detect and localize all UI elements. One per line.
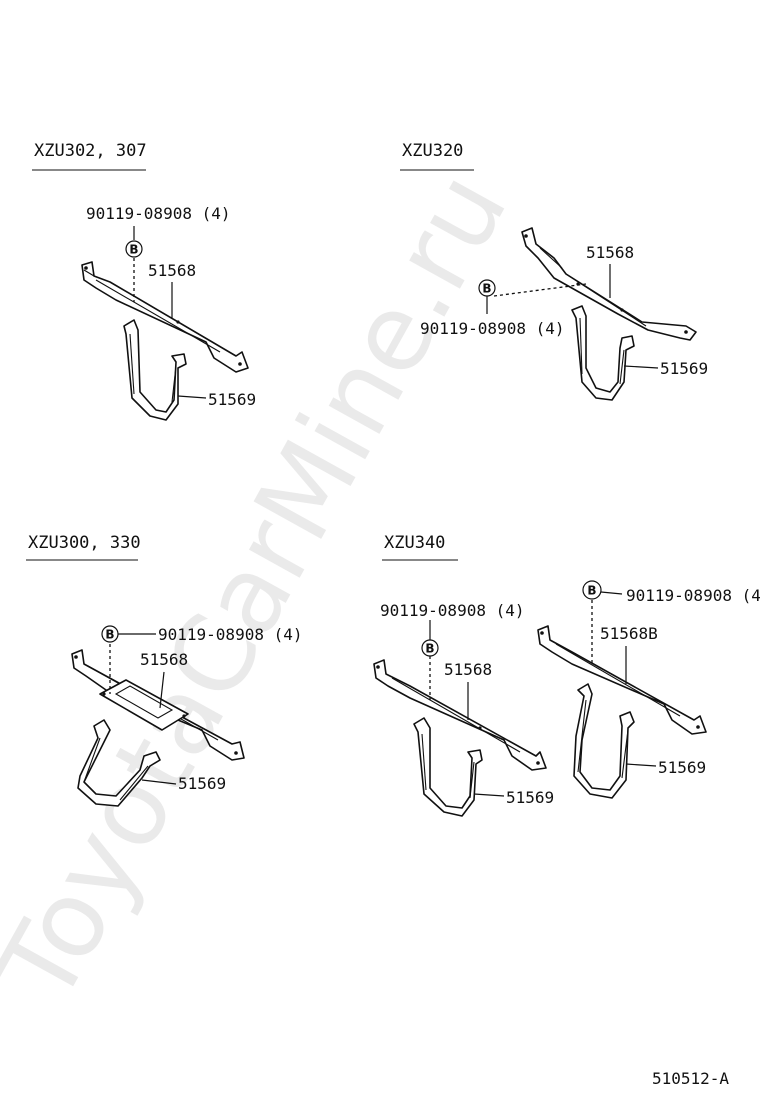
leader-line — [473, 793, 505, 797]
panel-title: XZU340 — [384, 533, 445, 553]
crossmember-label: 51568 — [148, 261, 196, 280]
leader-line — [159, 671, 165, 709]
crossmember-label: 51568 — [140, 650, 188, 669]
bracket-label: 51569 — [208, 390, 256, 409]
crossmember-label: 51568 — [586, 243, 634, 262]
bracket-label: 51569 — [506, 788, 554, 807]
bolt-symbol — [125, 240, 143, 258]
leader-line — [141, 779, 177, 785]
leader-line — [177, 395, 207, 399]
panel-xzu302: XZU302, 307 B 90119-08908 (4) 51568 5156… — [32, 141, 256, 421]
bolt-label: 90119-08908 (4) — [380, 601, 525, 620]
leader-line — [623, 365, 659, 369]
bracket-label: 51569 — [660, 359, 708, 378]
panel-xzu340: XZU340 B 90119-08908 (4) 51568 51569 — [373, 533, 760, 817]
crossmember-label: 51568B — [600, 624, 658, 643]
bolt-symbol-letter: B — [105, 628, 114, 642]
panel-xzu300: XZU300, 330 B 90119-08908 (4) 51568 5156… — [26, 533, 303, 807]
bracket-part — [413, 717, 483, 817]
panel-title: XZU320 — [402, 141, 463, 161]
panel-title: XZU300, 330 — [28, 533, 141, 553]
bolt-label: 90119-08908 (4) — [86, 204, 231, 223]
crossmember-part — [521, 227, 697, 341]
bolt-symbol — [582, 580, 602, 600]
plate-part — [99, 679, 189, 731]
bracket-part — [77, 719, 161, 807]
diagram-id: 510512-A — [652, 1069, 729, 1088]
panel-title: XZU302, 307 — [34, 141, 147, 161]
bolt-position-line — [493, 283, 587, 297]
crossmember-part — [81, 261, 249, 373]
bracket-part — [573, 683, 635, 799]
bolt-label: 90119-08908 (4) — [158, 625, 303, 644]
leader-line — [600, 591, 623, 595]
crossmember-part — [537, 625, 707, 735]
crossmember-part — [373, 659, 547, 771]
panel-xzu320: XZU320 B 90119-08908 (4) 51568 51569 — [400, 141, 708, 401]
bracket-label: 51569 — [178, 774, 226, 793]
bolt-label: 90119-08908 (4) — [420, 319, 565, 338]
watermark: ToyotaCarMine.ru — [0, 153, 531, 1023]
bolt-label: 90119-08908 (4) — [626, 586, 760, 605]
crossmember-label: 51568 — [444, 660, 492, 679]
bracket-label: 51569 — [658, 758, 706, 777]
leader-line — [625, 763, 657, 767]
bolt-symbol-letter: B — [425, 642, 434, 656]
bolt-symbol-letter: B — [482, 282, 491, 296]
bolt-symbol — [421, 639, 439, 657]
bolt-symbol-letter: B — [587, 584, 596, 598]
bracket-part — [123, 319, 187, 421]
bracket-part — [571, 305, 635, 401]
bolt-symbol-letter: B — [129, 243, 138, 257]
